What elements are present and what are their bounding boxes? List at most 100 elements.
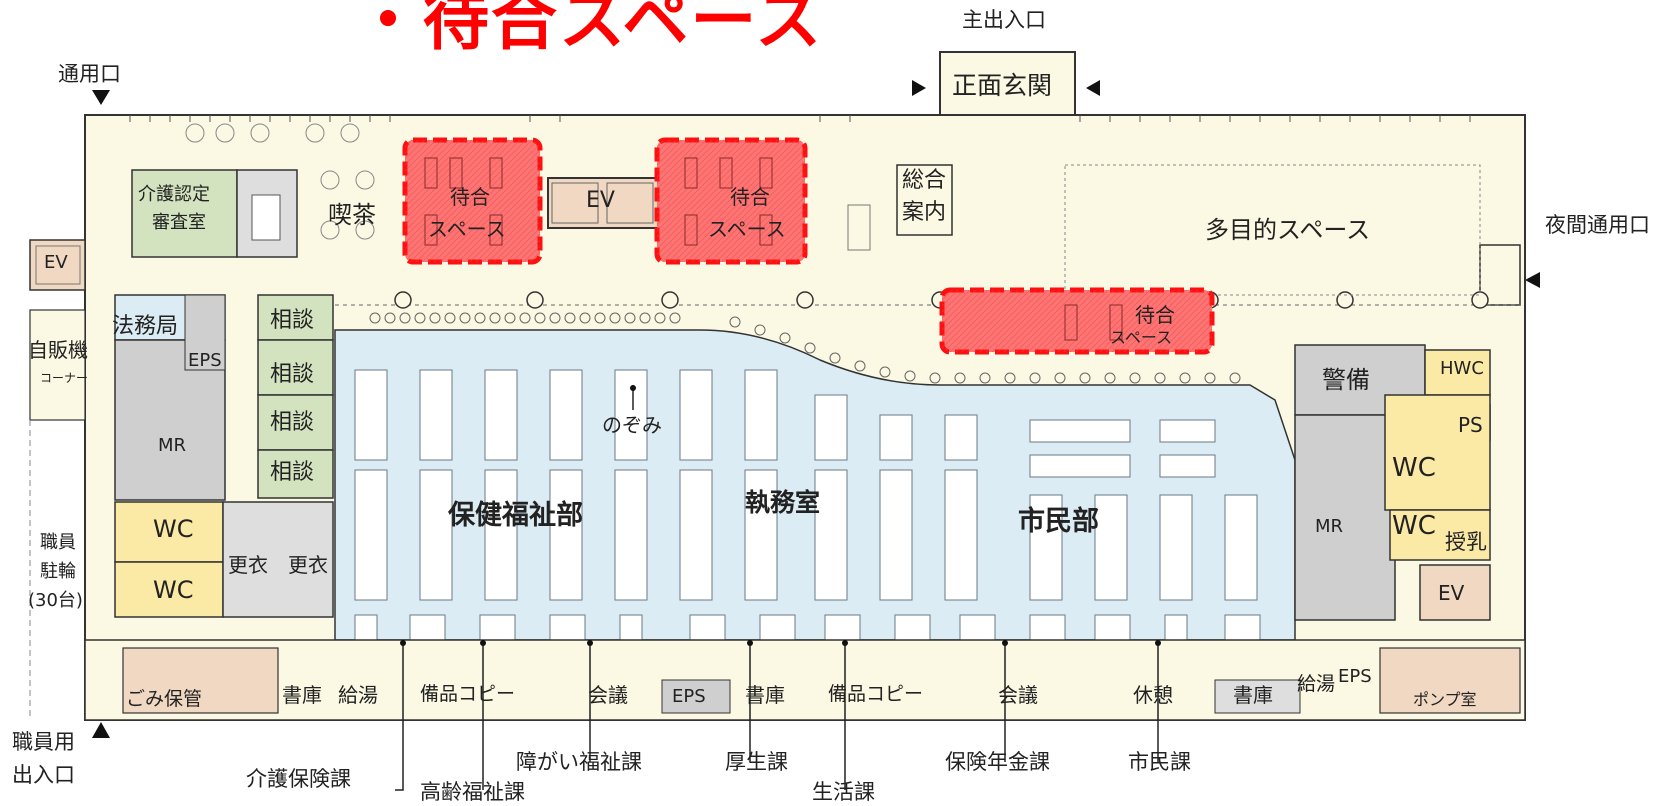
wc-left-2 (114, 561, 224, 618)
eps-bottom-right-label: EPS (1338, 666, 1372, 687)
jihanki-label-1: 自販機 (28, 338, 88, 362)
night-entrance-label: 夜間通用口 (1545, 213, 1650, 237)
consult-2 (257, 339, 334, 396)
night-entrance-arrow (1525, 272, 1540, 288)
shitsumu-label: 執務室 (745, 488, 821, 517)
koui-label-2: 更衣 (288, 553, 328, 577)
section-label-shogai-fukushi: 障がい福祉課 (516, 750, 642, 774)
churin-label-1: 職員 (40, 532, 76, 553)
consult-1 (257, 294, 334, 341)
eps-left (184, 294, 226, 371)
eps-bottom-label: EPS (672, 686, 706, 707)
waiting-space-title: ・待合スペース (355, 0, 824, 59)
mr-right-room (1294, 414, 1396, 621)
soudan-label-3: 相談 (270, 410, 315, 435)
pump-label: ポンプ室 (1413, 690, 1477, 709)
front-arrow-right (1086, 80, 1100, 96)
waiting-area-3-label-2: スペース (1110, 328, 1173, 347)
kyuto-label-1: 給湯 (338, 683, 378, 707)
counter-chairs (369, 312, 1241, 384)
kyukei-label: 休憩 (1133, 683, 1173, 707)
top-wall-ticks (129, 115, 1471, 122)
pump-room (1379, 647, 1521, 714)
kaigo-nintei-label-2: 審査室 (152, 212, 206, 233)
ev-center-label: EV (586, 188, 615, 213)
churin-label-2: 駐輪 (40, 561, 76, 582)
kaigo-nintei-label-1: 介護認定 (138, 184, 210, 205)
junyu-label: 授乳 (1445, 530, 1487, 554)
shoko-label-2: 書庫 (745, 683, 785, 707)
leader-dots (400, 385, 1161, 646)
front-arrow-left (912, 80, 926, 96)
service-entrance-arrow (92, 90, 110, 105)
section-label-shimin: 市民課 (1128, 750, 1191, 774)
shoko-bottom-right (1214, 679, 1301, 714)
ev-left-label: EV (44, 252, 68, 273)
wc-right-label-1: WC (1392, 453, 1436, 483)
leader-lines (395, 385, 1159, 791)
cafe-tables (185, 123, 375, 240)
sogo-annai-label-1: 総合 (902, 168, 947, 193)
multipurpose-area (1064, 164, 1481, 296)
homukyoku-label: 法務局 (112, 314, 179, 339)
bihin-copy-label-1: 備品コピー (420, 683, 516, 705)
stair (847, 204, 871, 251)
consult-4 (257, 449, 334, 499)
kaigo-nintei-room (131, 169, 238, 258)
waiting-area-2-label-2: スペース (708, 217, 786, 241)
churin-label-3: (30台) (28, 590, 83, 611)
kaigi-label-2: 会議 (998, 683, 1038, 707)
hwc-label: HWC (1440, 358, 1484, 379)
mr-left-label: MR (158, 435, 187, 456)
waiting-area-1-label-2: スペース (428, 217, 506, 241)
main-entrance-label: 主出入口 (962, 8, 1046, 32)
ev-right (1419, 564, 1491, 621)
wc-left-label-2: WC (153, 576, 194, 604)
staff-entrance-label-1: 職員用 (12, 730, 75, 754)
hwc-room (1424, 349, 1491, 396)
kyuto-label-2: 給湯 (1297, 673, 1336, 695)
kissa-label: 喫茶 (328, 201, 376, 229)
section-label-korei-fukushi: 高齢福祉課 (420, 780, 525, 804)
nozomi-label: のぞみ (602, 413, 662, 437)
staff-entrance-arrow (92, 722, 110, 738)
ev-right-label: EV (1438, 581, 1465, 605)
ps-label: PS (1458, 413, 1483, 437)
gomi-room (122, 647, 279, 714)
section-label-kosei: 厚生課 (725, 750, 788, 774)
gomi-label: ごみ保管 (126, 688, 203, 710)
koui-label-1: 更衣 (228, 553, 268, 577)
soudan-label-2: 相談 (270, 362, 315, 387)
ev-left-box (29, 239, 86, 291)
section-label-kaigo-hoken: 介護保険課 (246, 767, 351, 791)
bihin-copy-label-2: 備品コピー (828, 683, 924, 705)
shoko-label-1: 書庫 (282, 683, 322, 707)
front-entrance-box (939, 51, 1076, 116)
soudan-label-4: 相談 (270, 460, 315, 485)
shimin-bu-label: 市民部 (1018, 506, 1099, 537)
hoken-fukushi-label: 保健福祉部 (448, 500, 583, 531)
wc-right-label-2: WC (1392, 511, 1436, 541)
jihanki-label-2: コーナー (40, 371, 89, 385)
sogo-annai-label-2: 案内 (902, 200, 947, 225)
kaigi-label-1: 会議 (588, 683, 628, 707)
wc-right-room (1384, 394, 1491, 511)
tamokuteki-label: 多目的スペース (1205, 216, 1371, 244)
section-label-hoken-nenkin: 保険年金課 (945, 750, 1050, 774)
locker-room (222, 501, 334, 618)
waiting-area-3-label-1: 待合 (1135, 303, 1175, 327)
information-desk (896, 164, 953, 236)
nursing-room (1389, 509, 1491, 561)
mr-right-label: MR (1315, 516, 1344, 537)
shoko-label-3: 書庫 (1233, 683, 1273, 707)
desk-grid (354, 369, 1261, 646)
service-entrance-label: 通用口 (58, 62, 121, 86)
staff-entrance-label-2: 出入口 (12, 763, 75, 787)
eps-left-label: EPS (188, 350, 222, 371)
section-label-seikatsu: 生活課 (812, 780, 875, 804)
wc-left-label-1: WC (153, 515, 194, 543)
jihanki-corner (29, 309, 86, 421)
consult-3 (257, 394, 334, 451)
